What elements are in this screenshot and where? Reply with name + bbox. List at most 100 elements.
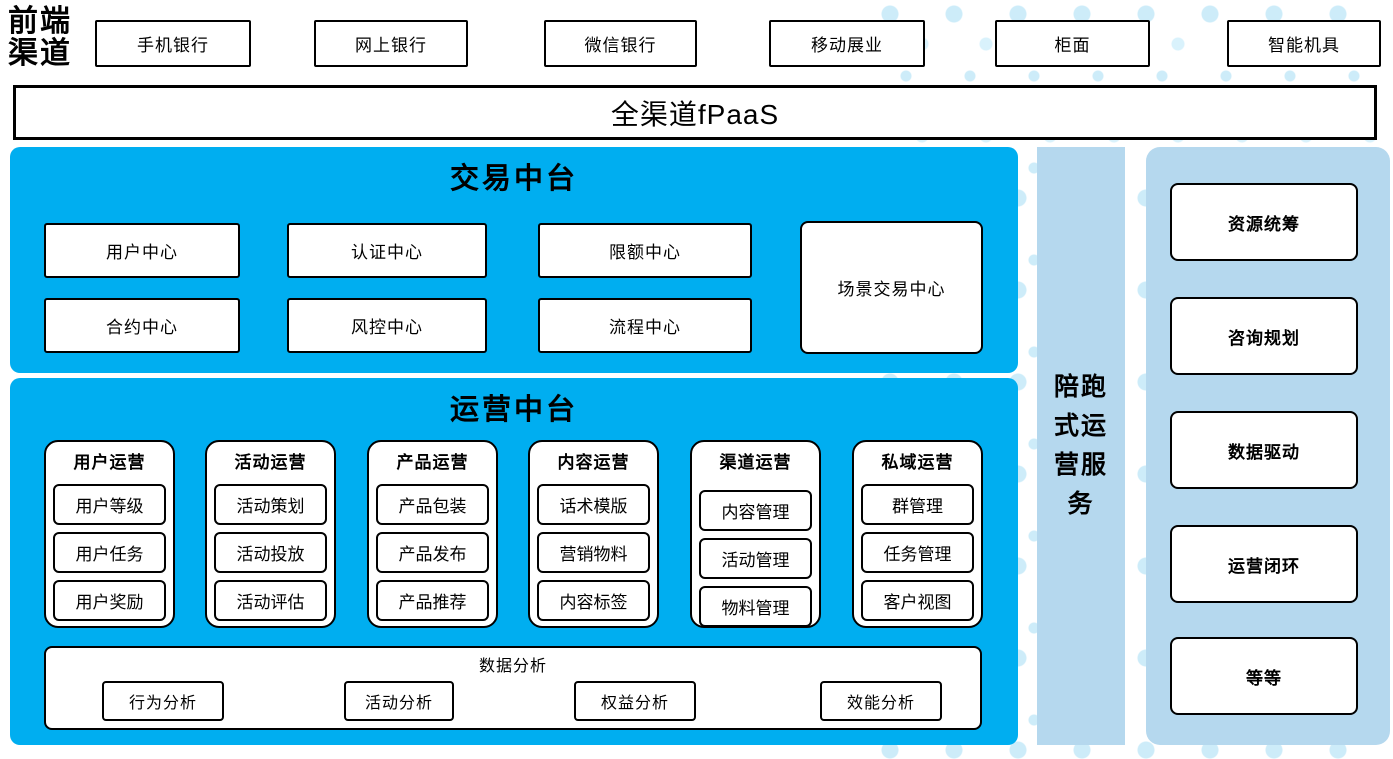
operation-platform-panel: 运营中台 用户运营 用户等级 用户任务 用户奖励 活动运营 活动策划 活动投放 … <box>10 378 1018 745</box>
group-title: 渠道运营 <box>719 453 792 472</box>
group-title: 活动运营 <box>234 453 307 472</box>
group-channel-operation: 渠道运营 内容管理 活动管理 物料管理 <box>690 440 821 628</box>
center-box-scene-trade[interactable]: 场景交易中心 <box>800 221 983 354</box>
group-item[interactable]: 物料管理 <box>699 586 812 627</box>
service-box-data-driven[interactable]: 数据驱动 <box>1170 411 1358 489</box>
group-item[interactable]: 用户等级 <box>53 484 166 525</box>
group-item[interactable]: 用户奖励 <box>53 580 166 621</box>
channel-box-mobile-marketing[interactable]: 移动展业 <box>769 20 925 67</box>
channel-label: 柜面 <box>1054 36 1091 55</box>
data-analysis-title: 数据分析 <box>478 658 547 675</box>
frontend-label-line-2: 渠道 <box>8 37 72 70</box>
channel-label: 网上银行 <box>355 36 427 55</box>
frontend-label-line-1: 前端 <box>8 5 72 38</box>
fpaas-label: 全渠道fPaaS <box>610 98 780 130</box>
analysis-item-behavior[interactable]: 行为分析 <box>102 681 224 721</box>
service-panel: 资源统筹 咨询规划 数据驱动 运营闭环 等等 <box>1146 147 1390 745</box>
center-label: 认证中心 <box>351 243 423 262</box>
center-box-process[interactable]: 流程中心 <box>538 298 752 353</box>
center-box-contract[interactable]: 合约中心 <box>44 298 240 353</box>
group-item[interactable]: 活动策划 <box>214 484 327 525</box>
analysis-item-label: 活动分析 <box>364 695 433 712</box>
analysis-item-label: 行为分析 <box>128 695 197 712</box>
analysis-item-efficiency[interactable]: 效能分析 <box>820 681 942 721</box>
companion-label-line: 式运 <box>1053 412 1108 440</box>
group-product-operation: 产品运营 产品包装 产品发布 产品推荐 <box>367 440 498 628</box>
service-box-resource-planning[interactable]: 资源统筹 <box>1170 183 1358 261</box>
group-item-label: 活动投放 <box>236 545 305 564</box>
group-item-label: 用户奖励 <box>75 593 144 612</box>
group-item[interactable]: 话术模版 <box>537 484 650 525</box>
center-box-limit[interactable]: 限额中心 <box>538 223 752 278</box>
frontend-channels-label: 前端 渠道 <box>8 6 94 70</box>
group-item[interactable]: 产品发布 <box>376 532 489 573</box>
service-label: 数据驱动 <box>1228 442 1300 462</box>
service-label: 等等 <box>1246 668 1282 688</box>
group-item-label: 物料管理 <box>721 599 790 618</box>
data-analysis-box: 数据分析 行为分析 活动分析 权益分析 效能分析 <box>44 646 982 730</box>
center-label: 用户中心 <box>106 243 178 262</box>
group-item[interactable]: 产品推荐 <box>376 580 489 621</box>
center-label: 合约中心 <box>106 318 178 337</box>
operation-platform-title: 运营中台 <box>449 394 578 426</box>
group-item[interactable]: 任务管理 <box>861 532 974 573</box>
service-box-consulting[interactable]: 咨询规划 <box>1170 297 1358 375</box>
center-box-user[interactable]: 用户中心 <box>44 223 240 278</box>
group-item-label: 活动管理 <box>721 551 790 570</box>
group-item[interactable]: 内容管理 <box>699 490 812 531</box>
companion-label-line: 务 <box>1067 490 1095 518</box>
service-box-operation-loop[interactable]: 运营闭环 <box>1170 525 1358 603</box>
group-item[interactable]: 内容标签 <box>537 580 650 621</box>
channel-label: 手机银行 <box>137 36 209 55</box>
companion-service-column: 陪跑 式运 营服 务 <box>1037 147 1125 745</box>
group-user-operation: 用户运营 用户等级 用户任务 用户奖励 <box>44 440 175 628</box>
companion-service-label: 陪跑 式运 营服 务 <box>1054 368 1108 524</box>
group-item[interactable]: 产品包装 <box>376 484 489 525</box>
analysis-item-label: 效能分析 <box>846 695 915 712</box>
trade-platform-panel: 交易中台 用户中心 认证中心 限额中心 合约中心 风控中心 流程中心 场景交易中… <box>10 147 1018 373</box>
group-item-label: 营销物料 <box>559 545 628 564</box>
analysis-item-label: 权益分析 <box>600 695 669 712</box>
group-item[interactable]: 用户任务 <box>53 532 166 573</box>
channel-box-wechat-banking[interactable]: 微信银行 <box>544 20 697 67</box>
companion-label-line: 陪跑 <box>1053 373 1108 401</box>
group-item[interactable]: 群管理 <box>861 484 974 525</box>
center-label: 限额中心 <box>609 243 681 262</box>
group-item[interactable]: 活动评估 <box>214 580 327 621</box>
service-label: 咨询规划 <box>1228 328 1300 348</box>
center-label: 场景交易中心 <box>837 280 946 299</box>
group-item-label: 话术模版 <box>559 497 628 516</box>
channel-box-counter[interactable]: 柜面 <box>995 20 1150 67</box>
group-private-domain-operation: 私域运营 群管理 任务管理 客户视图 <box>852 440 983 628</box>
group-item-label: 产品发布 <box>398 545 467 564</box>
group-item[interactable]: 客户视图 <box>861 580 974 621</box>
fpaas-bar[interactable]: 全渠道fPaaS <box>13 85 1377 140</box>
group-item-label: 用户等级 <box>75 497 144 516</box>
group-content-operation: 内容运营 话术模版 营销物料 内容标签 <box>528 440 659 628</box>
center-box-risk[interactable]: 风控中心 <box>287 298 487 353</box>
channel-box-online-banking[interactable]: 网上银行 <box>314 20 468 67</box>
group-item-label: 用户任务 <box>75 545 144 564</box>
analysis-item-activity[interactable]: 活动分析 <box>344 681 454 721</box>
group-item[interactable]: 活动管理 <box>699 538 812 579</box>
channel-box-smart-devices[interactable]: 智能机具 <box>1227 20 1381 67</box>
group-item-label: 群管理 <box>892 497 943 516</box>
channel-label: 移动展业 <box>811 36 883 55</box>
analysis-item-rights[interactable]: 权益分析 <box>574 681 696 721</box>
group-item[interactable]: 活动投放 <box>214 532 327 573</box>
group-item-label: 活动评估 <box>236 593 305 612</box>
group-item-label: 活动策划 <box>236 497 305 516</box>
group-item-label: 内容管理 <box>721 503 790 522</box>
channel-label: 智能机具 <box>1268 36 1340 55</box>
group-title: 私域运营 <box>881 453 954 472</box>
group-item-label: 内容标签 <box>559 593 628 612</box>
group-activity-operation: 活动运营 活动策划 活动投放 活动评估 <box>205 440 336 628</box>
channel-box-mobile-banking[interactable]: 手机银行 <box>95 20 251 67</box>
service-box-etc[interactable]: 等等 <box>1170 637 1358 715</box>
center-box-auth[interactable]: 认证中心 <box>287 223 487 278</box>
group-title: 产品运营 <box>396 453 469 472</box>
group-title: 内容运营 <box>557 453 630 472</box>
group-item[interactable]: 营销物料 <box>537 532 650 573</box>
group-title: 用户运营 <box>73 453 146 472</box>
